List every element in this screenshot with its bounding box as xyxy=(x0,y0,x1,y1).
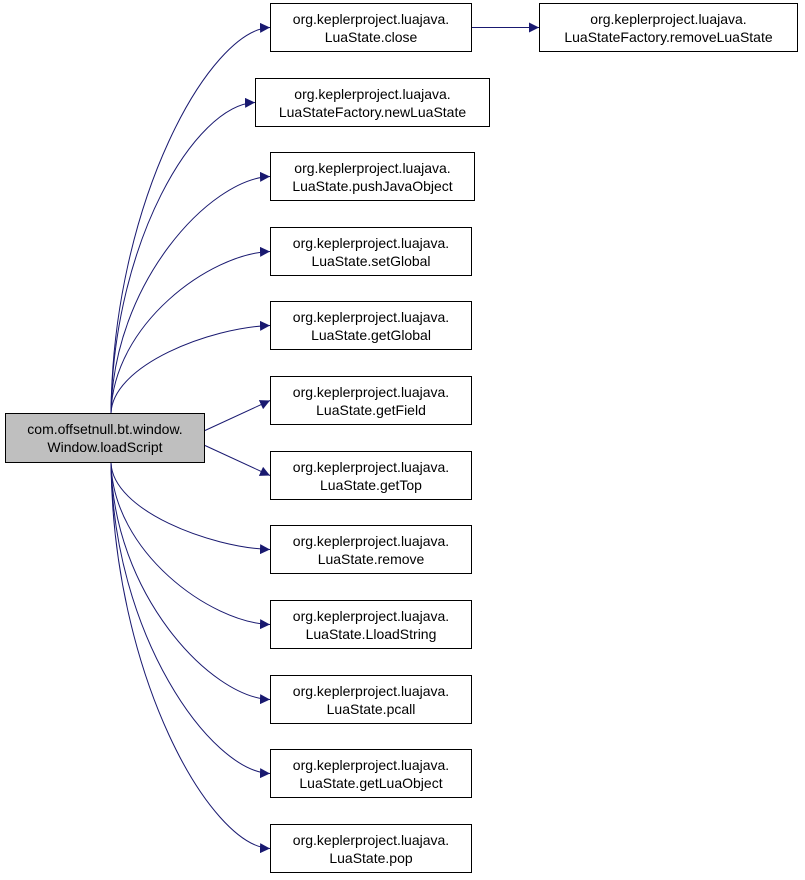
node-line1: org.keplerproject.luajava. xyxy=(294,85,451,102)
node-line1: org.keplerproject.luajava. xyxy=(292,383,450,400)
call-edge-n_close xyxy=(110,22,271,414)
call-edge-n_push_java_object xyxy=(110,171,271,414)
node-line2: LuaState.pushJavaObject xyxy=(292,177,453,194)
call-edge-n_get_lua_object xyxy=(110,462,271,779)
call-edge-n_get_field xyxy=(204,400,271,431)
node-line2: LuaState.remove xyxy=(317,550,425,567)
node-line2: LuaState.LloadString xyxy=(305,625,437,642)
node-line2: LuaState.setGlobal xyxy=(311,252,431,269)
node-luastate-setglobal[interactable]: org.keplerproject.luajava. LuaState.setG… xyxy=(270,227,472,276)
node-luastate-remove[interactable]: org.keplerproject.luajava. LuaState.remo… xyxy=(270,525,472,574)
node-luastate-getfield[interactable]: org.keplerproject.luajava. LuaState.getF… xyxy=(270,376,472,425)
node-line2: LuaState.getLuaObject xyxy=(299,774,443,791)
node-line2: LuaState.getGlobal xyxy=(311,326,431,343)
node-luastate-pushjavaobject[interactable]: org.keplerproject.luajava. LuaState.push… xyxy=(270,152,475,201)
node-line1: org.keplerproject.luajava. xyxy=(292,234,450,251)
node-luastate-getglobal[interactable]: org.keplerproject.luajava. LuaState.getG… xyxy=(270,301,472,350)
node-luastate-pop[interactable]: org.keplerproject.luajava. LuaState.pop xyxy=(270,824,472,873)
node-line1: org.keplerproject.luajava. xyxy=(292,458,450,475)
node-line1: org.keplerproject.luajava. xyxy=(292,756,450,773)
node-line2: LuaStateFactory.removeLuaState xyxy=(564,28,773,45)
node-line2: LuaState.getTop xyxy=(320,476,422,493)
node-line1: org.keplerproject.luajava. xyxy=(590,10,747,27)
node-luastatefactory-newluastate[interactable]: org.keplerproject.luajava. LuaStateFacto… xyxy=(255,78,490,127)
node-line1: org.keplerproject.luajava. xyxy=(292,607,450,624)
call-edge-n_pcall xyxy=(110,462,271,705)
node-luastate-getluaobject[interactable]: org.keplerproject.luajava. LuaState.getL… xyxy=(270,749,472,798)
node-line2: LuaState.getField xyxy=(316,401,426,418)
node-line2: LuaState.pop xyxy=(329,849,413,866)
call-edge-n_set_global xyxy=(110,246,271,414)
node-luastatefactory-removeluastate[interactable]: org.keplerproject.luajava. LuaStateFacto… xyxy=(539,3,798,52)
node-window-loadscript[interactable]: com.offsetnull.bt.window. Window.loadScr… xyxy=(5,413,205,463)
node-line1: org.keplerproject.luajava. xyxy=(294,159,451,176)
node-line2: LuaStateFactory.newLuaState xyxy=(278,103,467,120)
call-edge-n_remove xyxy=(110,462,271,555)
node-line1: com.offsetnull.bt.window. xyxy=(27,421,183,437)
node-line2: LuaState.pcall xyxy=(326,700,416,717)
node-line1: org.keplerproject.luajava. xyxy=(292,682,450,699)
node-luastate-lloadstring[interactable]: org.keplerproject.luajava. LuaState.Lloa… xyxy=(270,600,472,649)
node-line1: org.keplerproject.luajava. xyxy=(292,10,450,27)
node-line1: org.keplerproject.luajava. xyxy=(292,831,450,848)
node-line2: Window.loadScript xyxy=(47,439,163,455)
node-line1: org.keplerproject.luajava. xyxy=(292,308,450,325)
call-edge-n_new_luastate xyxy=(110,97,256,414)
node-luastate-gettop[interactable]: org.keplerproject.luajava. LuaState.getT… xyxy=(270,451,472,500)
node-line1: org.keplerproject.luajava. xyxy=(292,532,450,549)
call-edge-n_get_global xyxy=(110,320,271,414)
node-luastate-close[interactable]: org.keplerproject.luajava. LuaState.clos… xyxy=(270,3,472,52)
node-luastate-pcall[interactable]: org.keplerproject.luajava. LuaState.pcal… xyxy=(270,675,472,724)
node-line2: LuaState.close xyxy=(324,28,418,45)
call-edge-n_get_top xyxy=(204,445,271,476)
call-edge-n_pop xyxy=(110,462,271,854)
call-edge-n_lload_string xyxy=(110,462,271,630)
